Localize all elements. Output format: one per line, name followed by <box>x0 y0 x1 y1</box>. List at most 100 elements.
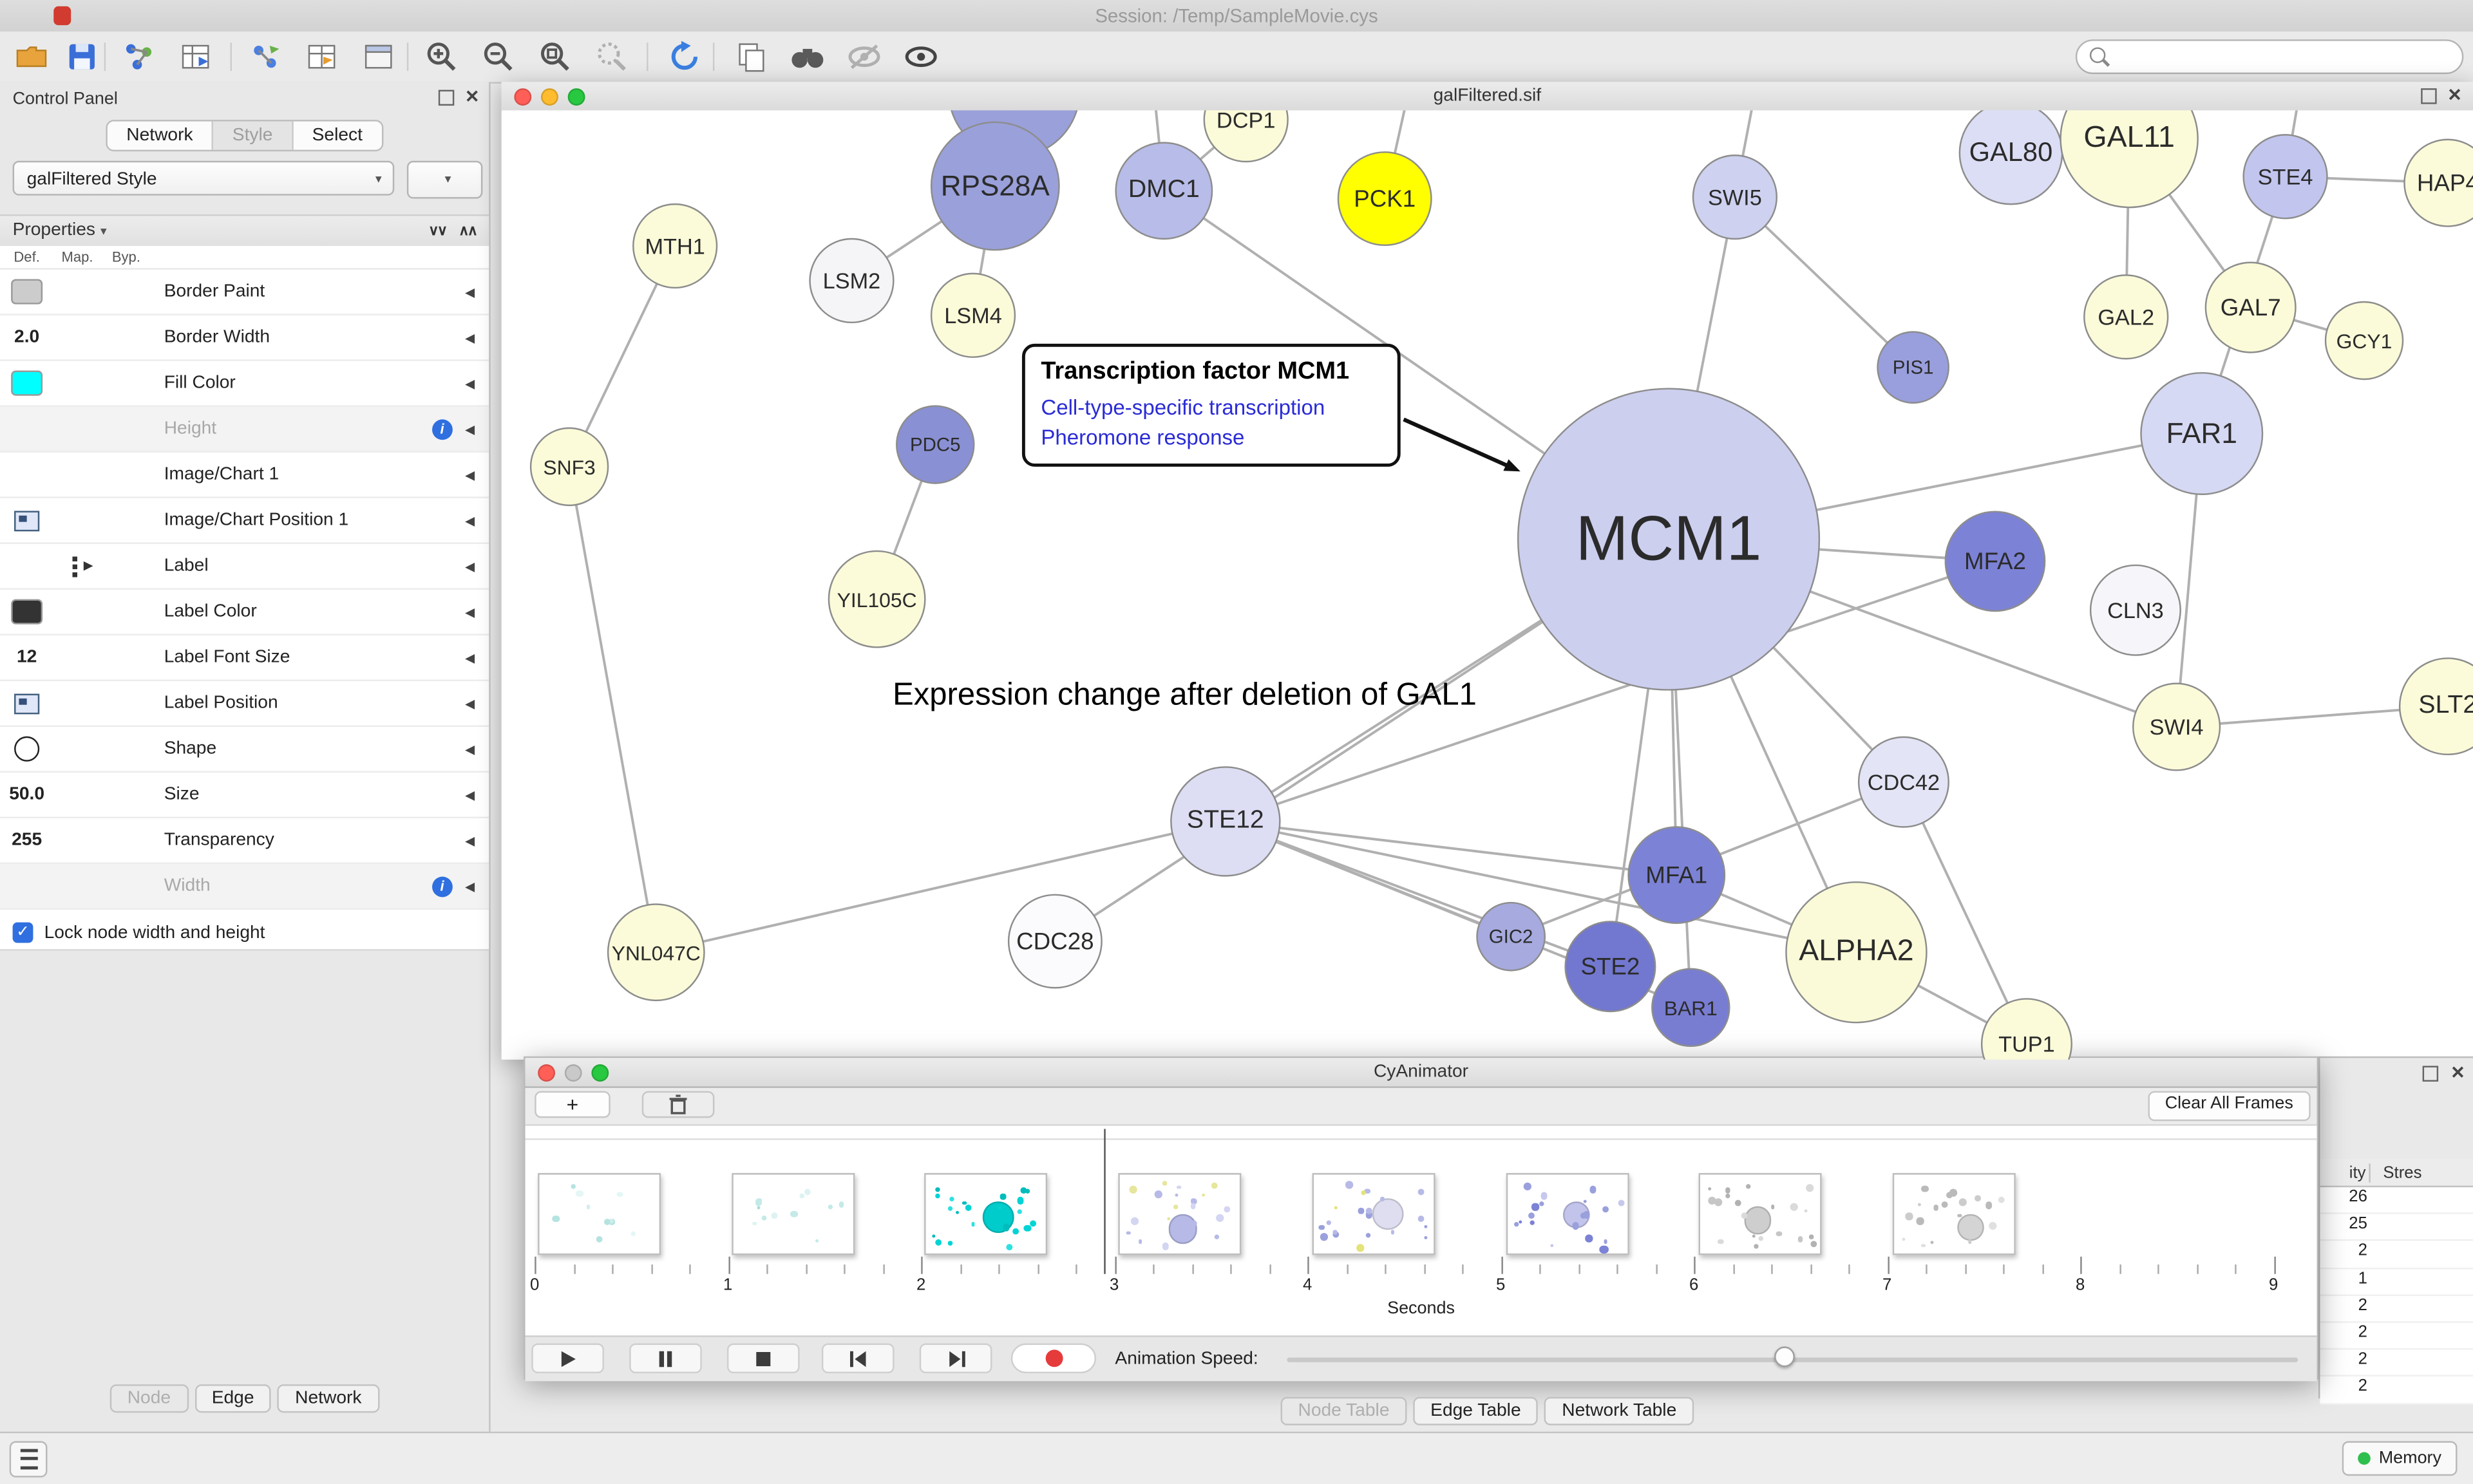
memory-button[interactable]: Memory <box>2342 1441 2458 1476</box>
property-row-label-color[interactable]: Label Color◀ <box>0 590 489 635</box>
node-gcy1[interactable]: GCY1 <box>2324 301 2404 380</box>
import-table-button[interactable] <box>173 38 218 76</box>
node-slt2[interactable]: SLT2 <box>2398 657 2473 756</box>
node-mfa2[interactable]: MFA2 <box>1944 511 2046 612</box>
close-results-icon[interactable]: ✕ <box>2450 1064 2465 1084</box>
export-network-button[interactable] <box>243 38 287 76</box>
expand-arrow-icon[interactable]: ◀ <box>465 742 475 756</box>
maximize-window-button[interactable] <box>591 1064 609 1082</box>
node-lsm2[interactable]: LSM2 <box>809 238 895 324</box>
expand-arrow-icon[interactable]: ◀ <box>465 605 475 619</box>
property-row-border-paint[interactable]: Border Paint◀ <box>0 270 489 315</box>
frame-thumbnail-8[interactable] <box>1892 1173 2016 1255</box>
close-panel-icon[interactable]: ✕ <box>464 88 480 108</box>
tab-network-table[interactable]: Network Table <box>1544 1396 1694 1425</box>
new-network-window-button[interactable] <box>356 38 401 76</box>
save-session-button[interactable] <box>60 38 104 76</box>
frame-thumbnail-3[interactable] <box>925 1173 1048 1255</box>
expand-arrow-icon[interactable]: ◀ <box>465 787 475 802</box>
node-mfa1[interactable]: MFA1 <box>1627 826 1726 925</box>
node-ynl047c[interactable]: YNL047C <box>607 903 705 1002</box>
cyanimator-titlebar[interactable]: CyAnimator <box>525 1058 2317 1088</box>
node-pis1[interactable]: PIS1 <box>1877 331 1949 404</box>
expand-arrow-icon[interactable]: ◀ <box>465 330 475 345</box>
show-details-button[interactable] <box>899 38 943 76</box>
node-bar1[interactable]: BAR1 <box>1651 968 1730 1047</box>
expand-arrow-icon[interactable]: ◀ <box>465 833 475 848</box>
node-gic2[interactable]: GIC2 <box>1476 901 1546 972</box>
color-swatch[interactable] <box>11 370 43 396</box>
expand-all-icon[interactable]: ∧∧ <box>459 222 478 238</box>
frame-thumbnail-6[interactable] <box>1505 1173 1629 1255</box>
node-cdc28[interactable]: CDC28 <box>1007 894 1103 989</box>
node-rps28a[interactable]: RPS28A <box>930 121 1060 251</box>
maximize-window-button[interactable] <box>567 88 585 106</box>
node-ste4[interactable]: STE4 <box>2242 134 2328 220</box>
add-frame-button[interactable]: + <box>535 1091 611 1118</box>
search-input[interactable] <box>2115 42 2453 71</box>
stop-button[interactable] <box>726 1343 800 1374</box>
annotation-link-2[interactable]: Pheromone response <box>1041 426 1245 449</box>
float-results-icon[interactable] <box>2422 1066 2438 1082</box>
float-network-icon[interactable] <box>2420 88 2437 104</box>
property-row-shape[interactable]: Shape◀ <box>0 727 489 773</box>
previous-frame-button[interactable] <box>821 1343 895 1374</box>
tab-edge-table[interactable]: Edge Table <box>1413 1396 1539 1425</box>
network-window-titlebar[interactable]: galFiltered.sif ✕ <box>501 82 2473 112</box>
expand-arrow-icon[interactable]: ◀ <box>465 559 475 574</box>
annotation-link-1[interactable]: Cell-type-specific transcription <box>1041 395 1325 420</box>
export-table-button[interactable] <box>299 38 344 76</box>
node-pdc5[interactable]: PDC5 <box>896 405 975 484</box>
expand-arrow-icon[interactable]: ◀ <box>465 696 475 711</box>
delete-frame-button[interactable] <box>641 1091 715 1118</box>
import-network-button[interactable] <box>117 38 161 76</box>
node-swi4[interactable]: SWI4 <box>2132 682 2221 771</box>
node-ste12[interactable]: STE12 <box>1170 766 1281 877</box>
tab-node-table[interactable]: Node Table <box>1280 1396 1407 1425</box>
record-button[interactable] <box>1010 1343 1097 1374</box>
frame-thumbnail-5[interactable] <box>1312 1173 1435 1255</box>
expand-arrow-icon[interactable]: ◀ <box>465 879 475 894</box>
node-yil105c[interactable]: YIL105C <box>828 550 926 648</box>
node-cdc42[interactable]: CDC42 <box>1857 736 1949 828</box>
clear-all-frames-button[interactable]: Clear All Frames <box>2147 1091 2311 1122</box>
node-ste2[interactable]: STE2 <box>1564 921 1656 1013</box>
node-dmc1[interactable]: DMC1 <box>1115 142 1213 240</box>
hide-details-button[interactable] <box>842 38 887 76</box>
node-gal2[interactable]: GAL2 <box>2083 274 2169 360</box>
zoom-in-button[interactable] <box>419 38 464 76</box>
tab-node[interactable]: Node <box>109 1384 188 1413</box>
find-button[interactable] <box>786 38 830 76</box>
node-gal7[interactable]: GAL7 <box>2204 261 2297 353</box>
property-row-label-position[interactable]: Label Position◀ <box>0 681 489 727</box>
expand-arrow-icon[interactable]: ◀ <box>465 467 475 482</box>
tab-style[interactable]: Style <box>213 121 294 150</box>
frame-thumbnail-7[interactable] <box>1699 1173 1823 1255</box>
node-hap4[interactable]: HAP4 <box>2403 138 2473 227</box>
node-snf3[interactable]: SNF3 <box>529 427 609 507</box>
node-far1[interactable]: FAR1 <box>2140 371 2264 495</box>
zoom-fit-button[interactable] <box>533 38 578 76</box>
status-menu-button[interactable] <box>9 1441 48 1478</box>
node-alpha2[interactable]: ALPHA2 <box>1785 881 1928 1024</box>
frame-thumbnail-2[interactable] <box>731 1173 855 1255</box>
annotation-box[interactable]: Transcription factor MCM1 Cell-type-spec… <box>1021 343 1401 467</box>
expand-arrow-icon[interactable]: ◀ <box>465 513 475 528</box>
lock-size-checkbox[interactable]: ✓ <box>12 922 33 943</box>
property-row-label[interactable]: Label◀ <box>0 544 489 590</box>
expand-arrow-icon[interactable]: ◀ <box>465 376 475 391</box>
node-mth1[interactable]: MTH1 <box>632 203 718 289</box>
open-session-button[interactable] <box>10 38 54 76</box>
node-cln3[interactable]: CLN3 <box>2089 564 2181 656</box>
style-selector[interactable]: galFiltered Style ▾ <box>12 160 395 196</box>
network-canvas[interactable]: Expression change after deletion of GAL1… <box>501 110 2473 1060</box>
frame-thumbnail-4[interactable] <box>1118 1173 1242 1255</box>
expand-arrow-icon[interactable]: ◀ <box>465 285 475 299</box>
style-options-button[interactable]: ▾ <box>406 160 483 199</box>
zoom-out-button[interactable] <box>477 38 521 76</box>
